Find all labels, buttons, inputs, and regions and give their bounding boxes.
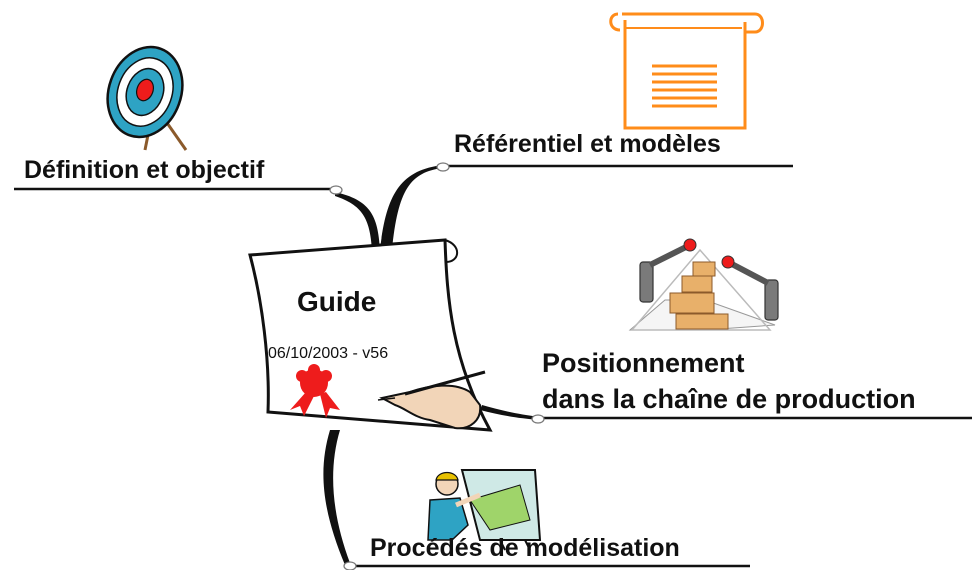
drafting-person-icon [427, 469, 542, 551]
branch-label-definition[interactable]: Définition et objectif [24, 156, 265, 184]
branch-label-positionnement-line2: dans la chaîne de production [542, 384, 916, 414]
guide-version-line: 06/10/2003 - v56 [268, 345, 389, 362]
connector-referentiel [380, 165, 443, 250]
connector-definition [335, 192, 380, 250]
seal-icon [290, 364, 340, 418]
branch-label-positionnement[interactable]: Positionnement dans la chaîne de product… [542, 345, 916, 417]
knob-definition[interactable] [329, 185, 343, 195]
connector-positionnement [480, 405, 540, 420]
scroll-document-icon [609, 12, 764, 130]
knob-procedes[interactable] [343, 561, 357, 570]
branch-label-positionnement-line1: Positionnement [542, 348, 745, 378]
branch-label-procedes[interactable]: Procédés de modélisation [370, 534, 680, 562]
knob-positionnement[interactable] [531, 414, 545, 424]
signing-hand-icon [377, 370, 486, 430]
knob-referentiel[interactable] [436, 162, 450, 172]
production-line-icon [628, 238, 779, 331]
guide-title: Guide [297, 286, 377, 317]
connector-procedes [323, 430, 350, 565]
branch-label-referentiel[interactable]: Référentiel et modèles [454, 130, 721, 158]
target-icon [106, 45, 188, 151]
guide-document-icon[interactable] [248, 238, 493, 432]
